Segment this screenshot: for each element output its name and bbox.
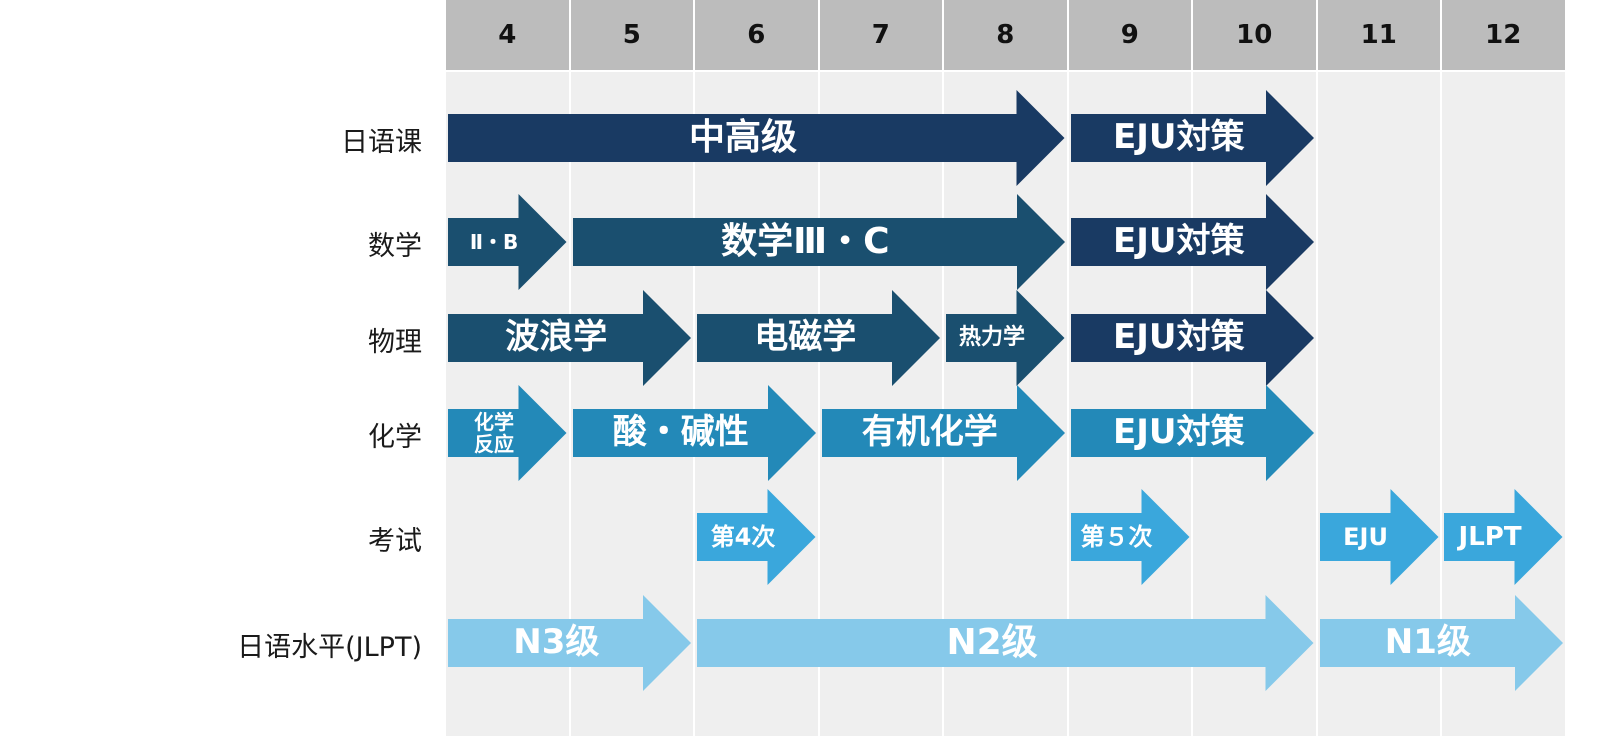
schedule-arrow-bar: 波浪学 [448,290,691,386]
arrow-label: EJU対策 [1113,117,1245,158]
schedule-arrow-bar: 热力学 [946,290,1065,386]
month-header-cell: 6 [695,0,818,70]
arrow-polygon [1319,489,1438,585]
arrow-polygon [1070,290,1314,386]
month-header-cell: 8 [944,0,1067,70]
arrow-label: 第５次 [1080,522,1153,551]
arrow-shape [448,290,691,386]
arrow-shape [821,385,1065,481]
arrow-shape [448,194,567,290]
arrow-label: EJU対策 [1113,317,1245,358]
schedule-arrow-bar: 电磁学 [697,290,940,386]
row-label: 日语课 [341,127,422,158]
arrow-label: N3级 [513,622,600,663]
arrow-polygon [697,489,816,585]
arrow-label: 电磁学 [754,317,857,358]
month-header-cell: 7 [819,0,942,70]
arrow-label: N1级 [1384,622,1471,663]
arrow-polygon [1070,194,1314,290]
arrow-shape [1319,489,1438,585]
schedule-arrow-bar: 有机化学 [821,385,1065,481]
month-header-cell: 12 [1442,0,1565,70]
schedule-arrow-bar: JLPT [1444,489,1563,585]
arrow-label: 化学 反应 [474,410,515,456]
row-label: 考试 [368,526,422,557]
arrow-label: 第4次 [710,522,776,551]
arrow-polygon [448,194,567,290]
row-label: 日语水平(JLPT) [237,632,422,663]
schedule-arrow-bar: EJU対策 [1070,385,1314,481]
arrow-shape [1444,489,1563,585]
arrow-label: 数学Ⅲ・C [721,221,890,263]
arrow-label: EJU対策 [1113,221,1245,262]
arrow-polygon [448,385,567,481]
arrow-polygon [448,290,691,386]
arrow-label: EJU [1343,522,1388,551]
arrow-polygon [448,595,691,691]
arrow-polygon [697,595,1314,691]
arrow-polygon [1070,489,1189,585]
schedule-arrow-bar: 数学Ⅲ・C [572,194,1065,290]
arrow-shape [1070,489,1189,585]
arrow-polygon [1070,90,1314,186]
month-header-cell: 11 [1317,0,1440,70]
arrow-label: 中高级 [689,117,798,159]
arrow-shape [448,90,1065,186]
arrow-polygon [1444,489,1563,585]
arrow-label: JLPT [1458,521,1522,552]
schedule-arrow-bar: 酸・碱性 [572,385,816,481]
row-label: 物理 [368,327,422,358]
arrow-shape [1070,90,1314,186]
arrow-shape [946,290,1065,386]
schedule-arrow-bar: 第4次 [697,489,816,585]
arrow-shape [448,595,691,691]
arrow-polygon [572,385,816,481]
arrow-shape [697,595,1314,691]
schedule-arrow-bar: EJU対策 [1070,194,1314,290]
arrow-shape [697,290,940,386]
arrow-shape [1070,290,1314,386]
schedule-arrow-bar: 第５次 [1070,489,1189,585]
row-label: 数学 [368,231,422,262]
row-label: 化学 [368,422,422,453]
arrow-shape [697,489,816,585]
month-header-cell: 4 [446,0,569,70]
schedule-arrow-bar: EJU対策 [1070,90,1314,186]
schedule-arrow-bar: EJU対策 [1070,290,1314,386]
arrow-label: N2级 [946,622,1038,664]
schedule-arrow-bar: EJU [1319,489,1438,585]
arrow-polygon [1070,385,1314,481]
schedule-arrow-bar: N2级 [697,595,1314,691]
arrow-shape [572,385,816,481]
arrow-label: 波浪学 [505,317,608,358]
schedule-arrow-bar: 化学 反应 [448,385,567,481]
arrow-label: Ⅱ・B [469,230,519,254]
arrow-label: 有机化学 [861,412,998,453]
arrow-polygon [448,90,1065,186]
schedule-arrow-bar: N1级 [1319,595,1563,691]
arrow-label: 热力学 [959,324,1026,350]
month-header-cell: 9 [1068,0,1191,70]
arrow-shape [448,385,567,481]
arrow-polygon [946,290,1065,386]
schedule-arrow-bar: 中高级 [448,90,1065,186]
arrow-label: EJU対策 [1113,412,1245,453]
arrow-shape [1319,595,1563,691]
schedule-arrow-bar: N3级 [448,595,691,691]
arrow-shape [1070,194,1314,290]
arrow-shape [572,194,1065,290]
arrow-polygon [821,385,1065,481]
arrow-polygon [697,290,940,386]
schedule-arrow-bar: Ⅱ・B [448,194,567,290]
month-header-cell: 10 [1193,0,1316,70]
arrow-polygon [572,194,1065,290]
arrow-polygon [1319,595,1563,691]
arrow-label: 酸・碱性 [612,412,749,453]
month-header-cell: 5 [570,0,693,70]
arrow-shape [1070,385,1314,481]
